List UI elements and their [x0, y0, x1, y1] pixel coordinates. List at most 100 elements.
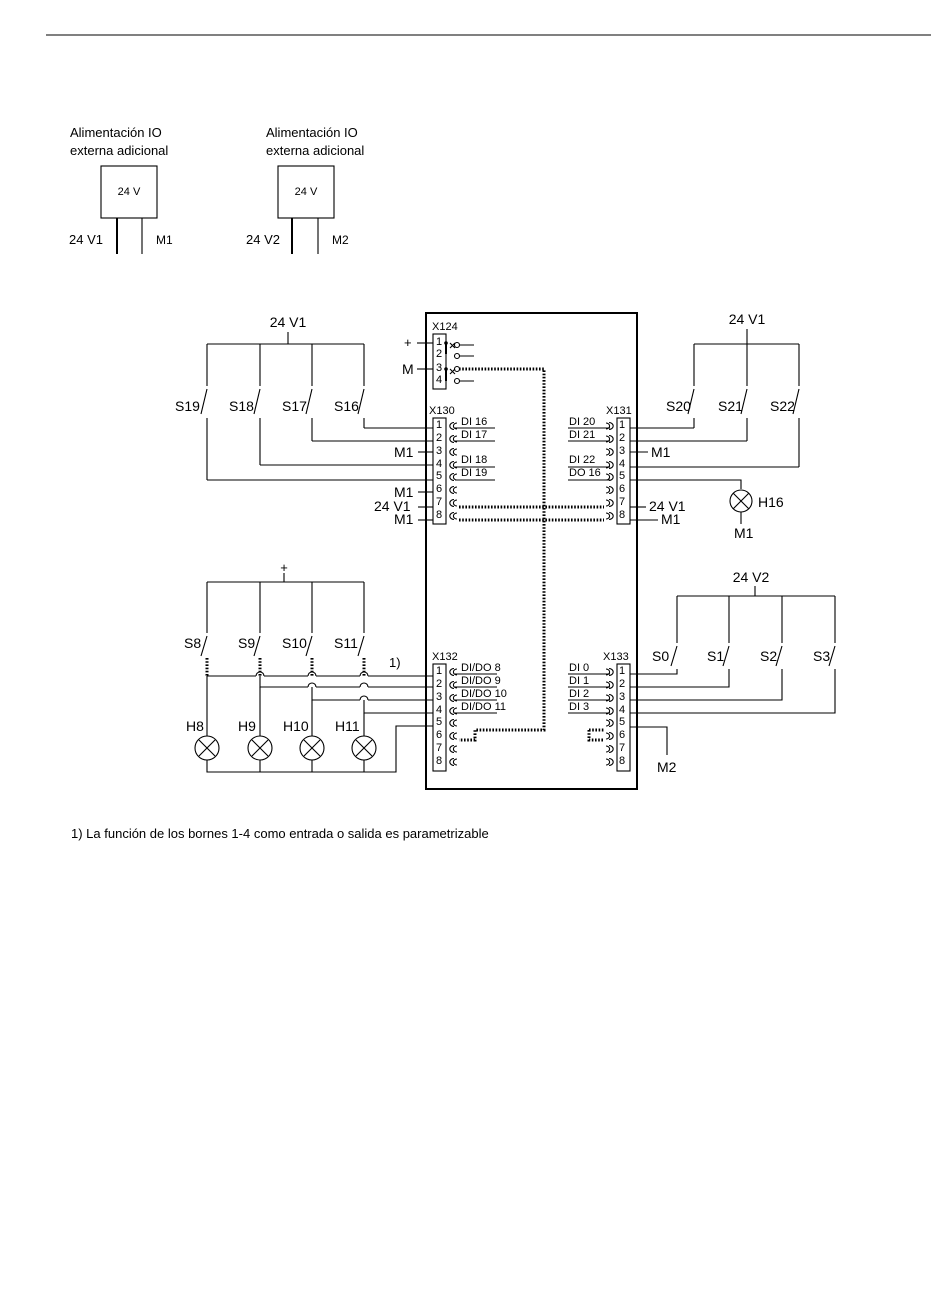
x132-pin-8: 8	[436, 755, 442, 767]
connector-x131: X131 1 2 3 4 5 6 7 8 DI 20 DI 21 DI 22 D…	[568, 405, 632, 525]
x132-signal-1: DI/DO 8	[461, 662, 501, 674]
switch-s17: S17	[282, 398, 307, 414]
x133-pin-1: 1	[619, 665, 625, 677]
x130-pin-3: 3	[436, 445, 442, 457]
switch-s8: S8	[184, 635, 201, 651]
x130-signal-1: DI 16	[461, 416, 487, 428]
x131-pin-5: 5	[619, 470, 625, 482]
x132-signal-3: DI/DO 10	[461, 688, 507, 700]
supply-2: Alimentación IO externa adicional 24 V 2…	[246, 125, 364, 254]
x131-signal-1: DI 20	[569, 416, 595, 428]
x131-signal-4: DI 22	[569, 454, 595, 466]
x131-pin-7: 7	[619, 496, 625, 508]
lamp-h11	[351, 735, 377, 761]
x130-signal-5: DI 19	[461, 467, 487, 479]
v2-label: 24 V2	[733, 569, 770, 585]
lamp-h10-label: H10	[283, 718, 309, 734]
connector-x132: X132 1 2 3 4 5 6 7 8 DI/DO 8 DI/DO 9 DI/…	[432, 651, 507, 772]
m2-label: M2	[657, 759, 677, 775]
switch-s3: S3	[813, 648, 830, 664]
connector-x124: X124 1 2 3 4 + M	[402, 321, 474, 390]
bottom-right-group: 24 V2 S0 S1 S2 S3 M2	[630, 569, 836, 775]
supply-2-voltage: 24 V	[295, 186, 318, 198]
lamp-h11-label: H11	[335, 718, 360, 734]
x124-pin-3: 3	[436, 362, 442, 374]
x130-pin-5: 5	[436, 470, 442, 482]
supply-1-title-line2: externa adicional	[70, 143, 168, 158]
supply-2-title-line2: externa adicional	[266, 143, 364, 158]
x124-pin-2: 2	[436, 348, 442, 360]
lamp-h8-label: H8	[186, 718, 204, 734]
m1-x131-3: M1	[651, 444, 671, 460]
switch-s22: S22	[770, 398, 795, 414]
switch-s16: S16	[334, 398, 359, 414]
switch-s10: S10	[282, 635, 307, 651]
x131-pin-6: 6	[619, 483, 625, 495]
lamp-h16-label: H16	[758, 494, 784, 510]
x130-pin-7: 7	[436, 496, 442, 508]
x130-signal-4: DI 18	[461, 454, 487, 466]
switch-s0: S0	[652, 648, 669, 664]
x132-pin-3: 3	[436, 691, 442, 703]
x131-supply-wires: M1 24 V1 M1 H16 M1	[630, 444, 784, 541]
m1-x130-8: M1	[394, 511, 414, 527]
switch-s21: S21	[718, 398, 743, 414]
x131-name: X131	[606, 405, 632, 417]
x132-pin-4: 4	[436, 704, 442, 716]
supply-1-box	[100, 165, 158, 219]
x132-pin-2: 2	[436, 678, 442, 690]
top-right-switch-group: 24 V1 S20 S21 S22	[630, 311, 800, 468]
m1-x131-8: M1	[661, 511, 681, 527]
x133-signal-4: DI 3	[569, 701, 589, 713]
x124-pin-1: 1	[436, 336, 442, 348]
x130-signal-2: DI 17	[461, 429, 487, 441]
supply-1-neg-label: M1	[156, 233, 173, 247]
footnote-text: 1) La función de los bornes 1-4 como ent…	[71, 826, 489, 841]
x131-pin-1: 1	[619, 419, 625, 431]
bottom-left-group: + S8 S9 S10 S11 1) H8 H9 H10 H11	[184, 560, 433, 773]
internal-bus	[459, 367, 604, 742]
supply-1-pos-label: 24 V1	[69, 232, 103, 247]
switch-s11: S11	[334, 635, 358, 651]
x133-pin-5: 5	[619, 716, 625, 728]
x124-name: X124	[432, 321, 458, 333]
x124-plus-label: +	[404, 335, 412, 350]
x133-pin-8: 8	[619, 755, 625, 767]
x132-pin-1: 1	[436, 665, 442, 677]
x130-pin-1: 1	[436, 419, 442, 431]
lamp-h16	[729, 489, 753, 513]
x132-signal-2: DI/DO 9	[461, 675, 501, 687]
x131-pin-8: 8	[619, 509, 625, 521]
top-left-switch-group: 24 V1 S19 S18 S17 S16	[175, 314, 433, 481]
lamp-h8	[194, 735, 220, 761]
x130-pin-8: 8	[436, 509, 442, 521]
connector-x130: X130 1 2 3 4 5 6 7 8 DI 16 DI 17 DI 18 D…	[429, 405, 495, 525]
x133-pin-6: 6	[619, 729, 625, 741]
lamp-h9	[247, 735, 273, 761]
x133-pin-3: 3	[619, 691, 625, 703]
supply-2-pos-label: 24 V2	[246, 232, 280, 247]
v1-right-label: 24 V1	[729, 311, 766, 327]
switch-s20: S20	[666, 398, 691, 414]
x131-signal-2: DI 21	[569, 429, 595, 441]
module-outline	[425, 312, 638, 790]
x133-signal-1: DI 0	[569, 662, 589, 674]
footnote-marker: 1)	[389, 655, 401, 670]
x124-m-label: M	[402, 361, 414, 377]
x133-name: X133	[603, 651, 629, 663]
x132-name: X132	[432, 651, 458, 663]
supply-1-voltage: 24 V	[118, 186, 141, 198]
m1-x130-6: M1	[394, 484, 414, 500]
m1-x130-3: M1	[394, 444, 414, 460]
switch-s1: S1	[707, 648, 724, 664]
m1-h16: M1	[734, 525, 754, 541]
x133-pin-4: 4	[619, 704, 625, 716]
switch-s18: S18	[229, 398, 254, 414]
supply-2-neg-label: M2	[332, 233, 349, 247]
x130-supply-wires: M1 M1 24 V1 M1	[374, 444, 433, 527]
x130-pin-2: 2	[436, 432, 442, 444]
x133-pin-2: 2	[619, 678, 625, 690]
x133-pin-7: 7	[619, 742, 625, 754]
x124-pin-4: 4	[436, 374, 442, 386]
